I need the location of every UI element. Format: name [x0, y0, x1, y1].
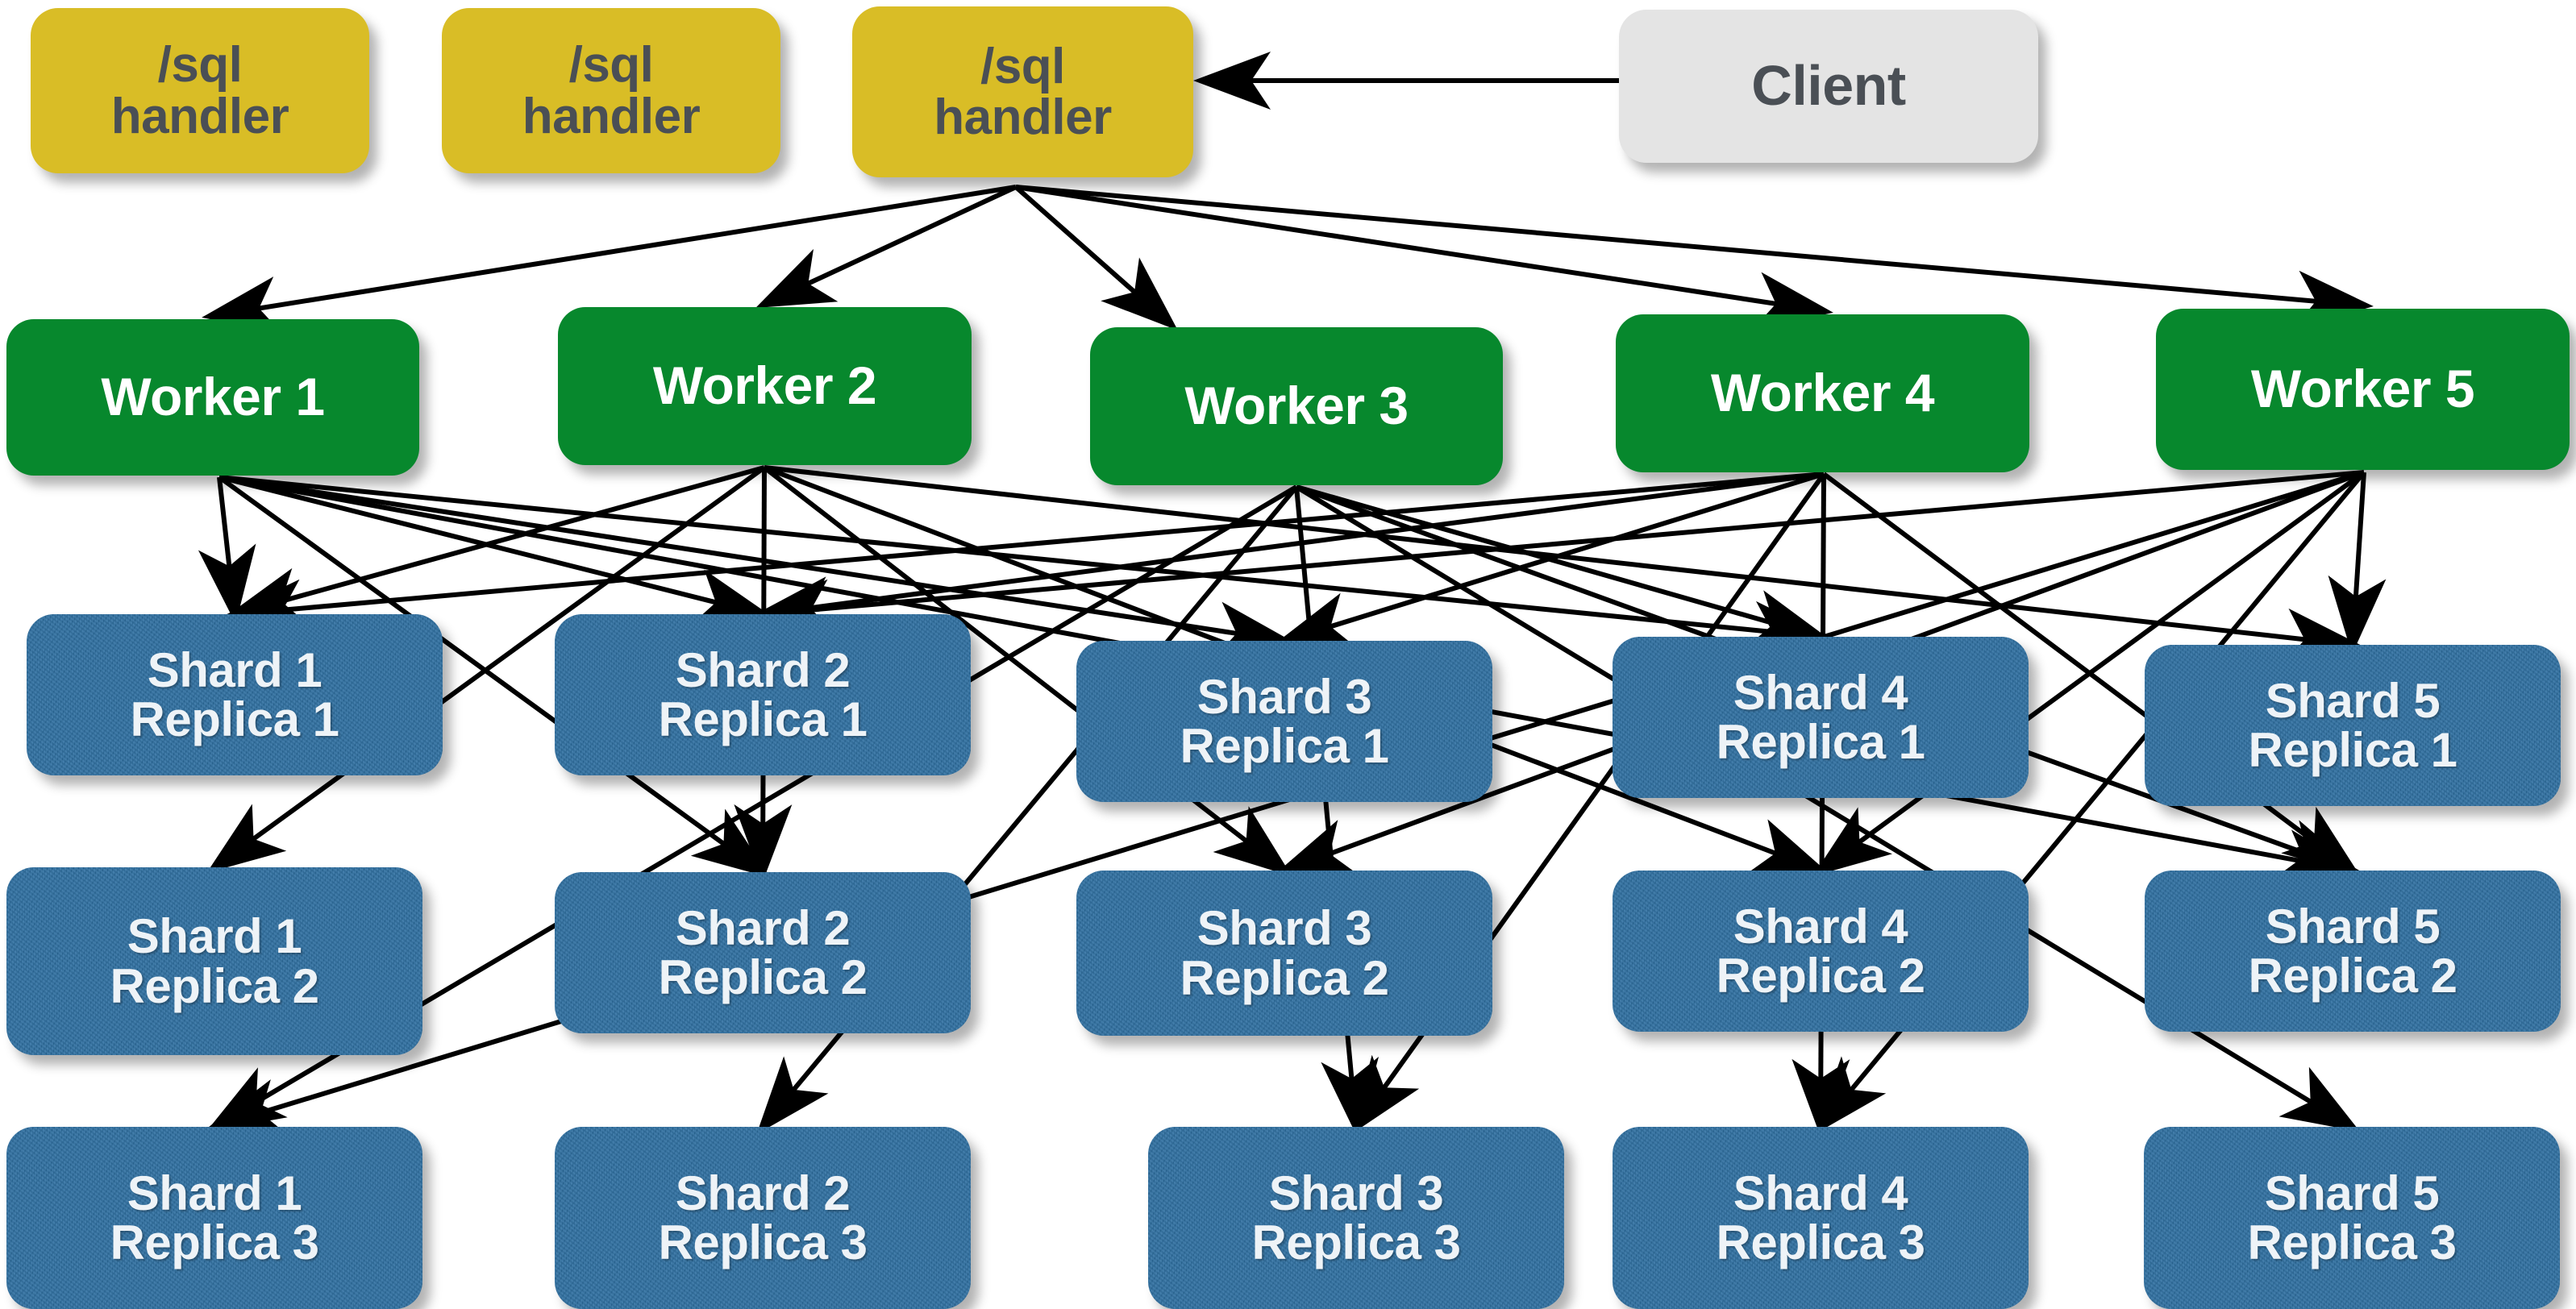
- shard-2-replica-2-line-1: Shard 2: [675, 900, 851, 955]
- edge-worker-1-to-shard-3-replica-1: [218, 475, 1294, 659]
- shard-2-replica-1-line-2: Replica 1: [658, 692, 868, 746]
- edge-worker-2-to-shard-3-replica-2: [763, 465, 1292, 877]
- worker-5[interactable]: Worker 5: [2156, 309, 2570, 470]
- edge-handler-to-worker-3: [1014, 185, 1178, 330]
- shard-2-replica-3-line-1: Shard 2: [675, 1166, 851, 1220]
- shard-3-replica-2-line-2: Replica 2: [1180, 950, 1389, 1005]
- shard-5-replica-2-line-1: Shard 5: [2265, 899, 2441, 954]
- handler-3-line-2: handler: [934, 89, 1112, 145]
- shard-3-replica-2-line-1: Shard 3: [1196, 901, 1372, 956]
- shard-1-replica-1-line-1: Shard 1: [147, 642, 323, 697]
- edge-handler-to-worker-1: [202, 185, 1017, 335]
- shard-5-replica-1-line-2: Replica 1: [2248, 723, 2457, 777]
- edge-worker-1-to-shard-2-replica-2: [218, 475, 771, 879]
- handler-2-line-1: /sql: [568, 37, 654, 94]
- shard-5-replica-2-line-2: Replica 2: [2248, 949, 2457, 1003]
- worker-3-line-1: Worker 3: [1184, 376, 1409, 436]
- shard-4-replica-2-line-2: Replica 2: [1716, 949, 1925, 1003]
- shard-4-replica-3-line-1: Shard 4: [1733, 1166, 1908, 1220]
- shard-5-replica-1-line-1: Shard 5: [2265, 673, 2441, 728]
- shard-4-replica-1-line-2: Replica 1: [1716, 715, 1925, 769]
- shard-3-replica-1-line-2: Replica 1: [1180, 719, 1389, 773]
- shard-1-replica-2-line-2: Replica 2: [110, 958, 319, 1013]
- worker-1[interactable]: Worker 1: [6, 319, 419, 476]
- shard-4-replica-3-line-2: Replica 3: [1716, 1216, 1925, 1270]
- edge-handler-to-worker-5: [1015, 185, 2374, 329]
- edge-worker-2-to-shard-1-replica-2: [206, 465, 766, 874]
- shard-5-replica-3-line-1: Shard 5: [2264, 1166, 2440, 1220]
- shard-5-replica-3-line-2: Replica 3: [2247, 1216, 2457, 1270]
- worker-3[interactable]: Worker 3: [1090, 327, 1503, 485]
- worker-5-line-1: Worker 5: [2250, 359, 2475, 419]
- edge-worker-4-to-shard-2-replica-1: [753, 472, 1825, 634]
- shard-1-replica-3-line-1: Shard 1: [127, 1166, 302, 1220]
- handler-2-line-2: handler: [522, 88, 701, 144]
- edge-handler-to-worker-2: [755, 185, 1017, 309]
- handler-3-line-1: /sql: [980, 38, 1065, 94]
- shard-3-replica-3-line-1: Shard 3: [1268, 1166, 1444, 1220]
- shard-2-replica-2-line-2: Replica 2: [658, 950, 868, 1004]
- shard-2-replica-3-line-2: Replica 3: [658, 1216, 868, 1270]
- edge-worker-2-to-shard-1-replica-1: [225, 465, 765, 625]
- shard-4-replica-1-line-1: Shard 4: [1733, 665, 1908, 720]
- client-node-line-1: Client: [1751, 54, 1906, 118]
- edge-worker-5-to-shard-4-replica-2: [1812, 470, 2366, 877]
- edge-worker-1-to-shard-1-replica-1: [198, 476, 256, 624]
- shard-2-replica-1-line-1: Shard 2: [675, 642, 851, 697]
- worker-4-line-1: Worker 4: [1710, 363, 1935, 423]
- shard-3-replica-3-line-2: Replica 3: [1251, 1216, 1461, 1270]
- handler-1-line-2: handler: [110, 88, 289, 144]
- edge-worker-5-to-shard-5-replica-1: [2328, 472, 2387, 654]
- worker-2-line-1: Worker 2: [652, 355, 877, 416]
- edge-worker-5-to-shard-2-replica-1: [753, 470, 2365, 638]
- edge-handler-to-worker-4: [1015, 185, 1833, 330]
- edge-worker-1-to-shard-4-replica-1: [218, 475, 1830, 659]
- worker-1-line-1: Worker 1: [101, 367, 325, 427]
- edge-worker-4-to-shard-1-replica-1: [225, 472, 1825, 638]
- shard-1-replica-3-line-2: Replica 3: [110, 1216, 319, 1270]
- shard-4-replica-2-line-1: Shard 4: [1733, 899, 1908, 954]
- worker-2[interactable]: Worker 2: [558, 307, 972, 465]
- handler-1-line-1: /sql: [157, 37, 243, 94]
- shard-3-replica-1-line-1: Shard 3: [1196, 669, 1372, 724]
- worker-4[interactable]: Worker 4: [1616, 314, 2029, 472]
- shard-1-replica-1-line-2: Replica 1: [130, 692, 339, 746]
- client-node[interactable]: Client: [1619, 10, 2038, 163]
- shard-1-replica-2-line-1: Shard 1: [127, 909, 302, 964]
- edge-worker-4-to-shard-3-replica-1: [1275, 472, 1825, 649]
